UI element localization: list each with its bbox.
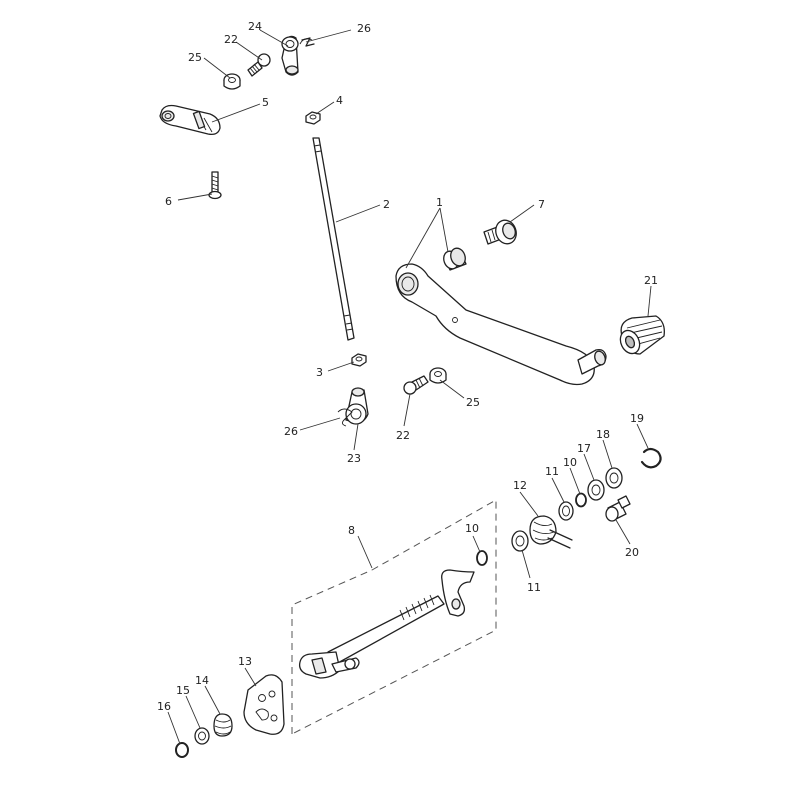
return-spring-stud [605, 495, 631, 522]
ball-joint-lower [345, 387, 369, 425]
callout-11-lower: 11 [527, 581, 541, 594]
lock-nut-bottom [351, 353, 367, 367]
ball-stud-lower [403, 375, 429, 395]
callout-19: 19 [630, 412, 644, 425]
callout-3: 3 [316, 366, 323, 379]
circlip-19 [640, 447, 662, 469]
return-spring [529, 515, 573, 549]
callout-16: 16 [157, 700, 171, 713]
callout-labels: 24 26 22 25 5 4 6 2 1 7 21 3 25 26 22 23… [157, 20, 658, 713]
circlip-16 [175, 742, 189, 758]
lock-nut-top [305, 111, 321, 125]
nylon-nut-lower [429, 367, 447, 384]
washer-11-lower [511, 530, 529, 552]
callout-6: 6 [165, 195, 172, 208]
callout-10-box: 10 [465, 522, 479, 535]
selector-spring [213, 713, 233, 737]
callout-26-upper: 26 [357, 22, 371, 35]
callout-20: 20 [625, 546, 639, 559]
nylon-nut-upper [223, 73, 241, 90]
callout-14: 14 [195, 674, 209, 687]
pedal-rubber [619, 315, 665, 355]
callout-22-lower: 22 [396, 429, 410, 442]
o-ring-10-right [575, 492, 587, 508]
callout-26-lower: 26 [284, 425, 298, 438]
gear-change-arm [159, 104, 221, 136]
washer-18 [605, 467, 623, 489]
callout-15: 15 [176, 684, 190, 697]
pedal-bushing [443, 247, 467, 271]
pinch-bolt [208, 171, 222, 200]
ball-stud-upper [247, 53, 271, 77]
gear-pedal-lever [395, 263, 607, 386]
callout-5: 5 [262, 96, 269, 109]
spring-clip-upper [299, 37, 315, 47]
callout-11-upper: 11 [545, 465, 559, 478]
callout-25-lower: 25 [466, 396, 480, 409]
callout-4: 4 [336, 94, 343, 107]
callout-13: 13 [238, 655, 252, 668]
callout-7: 7 [538, 198, 545, 211]
washer-17 [587, 479, 605, 501]
callout-24: 24 [248, 20, 262, 33]
callout-8: 8 [348, 524, 355, 537]
spring-clip-lower [337, 408, 353, 427]
leader-lines [167, 29, 652, 745]
washer-15 [194, 727, 210, 745]
callout-10-right: 10 [563, 456, 577, 469]
callout-1: 1 [436, 196, 443, 209]
selector-plate [243, 674, 285, 735]
washer-11-upper [558, 501, 574, 521]
selector-shaft-assembly [291, 499, 497, 735]
callout-12: 12 [513, 479, 527, 492]
callout-21: 21 [644, 274, 658, 287]
callout-25-upper: 25 [188, 51, 202, 64]
callout-17: 17 [577, 442, 591, 455]
gear-linkage-rod [312, 137, 355, 341]
callout-22-upper: 22 [224, 33, 238, 46]
callout-2: 2 [383, 198, 390, 211]
pedal-pivot-bolt [483, 219, 517, 245]
callout-23: 23 [347, 452, 361, 465]
callout-18: 18 [596, 428, 610, 441]
ball-joint-upper [281, 35, 299, 76]
